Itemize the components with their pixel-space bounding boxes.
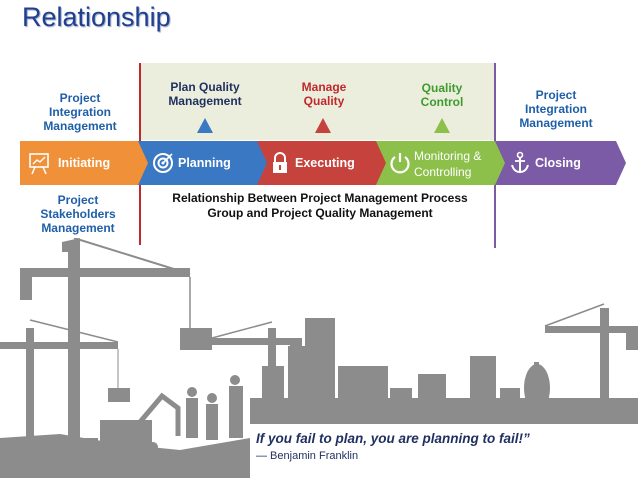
plan-quality-label: Plan Quality Management (168, 80, 242, 108)
quote-author: — Benjamin Franklin (256, 450, 359, 462)
integration-label-left: Project Integration Management (43, 91, 117, 133)
stage-label: Executing (295, 156, 355, 170)
manage-quality-label: Manage Quality (301, 80, 347, 108)
target-icon (153, 153, 173, 173)
stage-planning: Planning (138, 141, 268, 185)
stage-initiating: Initiating (20, 141, 150, 185)
triangle-icon (197, 118, 213, 133)
triangle-icon (434, 118, 450, 133)
stage-closing: Closing (495, 141, 626, 185)
integration-label-right: Project Integration Management (519, 88, 593, 130)
stage-label: Initiating (58, 156, 111, 170)
anchor-icon (511, 151, 529, 174)
power-icon (390, 153, 410, 174)
stakeholders-label: Project Stakeholders Management (40, 193, 116, 235)
lock-icon (273, 152, 287, 173)
stage-label: Closing (535, 156, 581, 170)
page-title: Relationship (22, 2, 171, 32)
presentation-board-icon (29, 153, 49, 175)
stage-label: Monitoring & Controlling (414, 149, 482, 179)
stage-executing: Executing (257, 141, 387, 185)
quote-text: If you fail to plan, you are planning to… (256, 431, 530, 446)
triangle-icon (315, 118, 331, 133)
construction-skyline-illustration (0, 238, 638, 478)
stage-monitoring: Monitoring & Controlling (376, 141, 506, 185)
stage-label: Planning (178, 156, 231, 170)
diagram-caption: Relationship Between Project Management … (172, 191, 468, 220)
quality-control-label: Quality Control (420, 81, 464, 109)
